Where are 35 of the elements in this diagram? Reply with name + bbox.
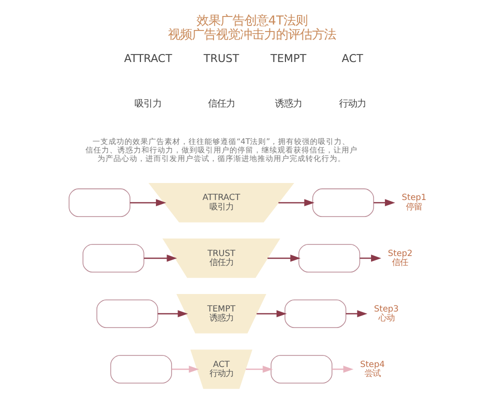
label: ACT: [342, 52, 364, 66]
arrow: [278, 199, 314, 206]
diagram-title: 效果广告创意4T法则: [196, 13, 308, 28]
arrow: [246, 366, 273, 373]
label: TEMPT: [270, 52, 306, 66]
label: 行动力: [338, 98, 366, 110]
arrow: [172, 366, 200, 373]
node-box: [270, 354, 332, 384]
label: 信任力: [208, 98, 235, 110]
node-box: [312, 188, 374, 217]
label: 一支成功的效果广告素材，往往能够遵循“4T法则”，拥有较强的吸引力、信任力、诱惑力和行动力，做到吸引用户的停留，继续观看获得信任，让用户为产品心动，进而引发用户尝试，循序渐进地推动用户完成转化行为。: [85, 137, 358, 164]
node-text: Step1 停留: [402, 192, 426, 212]
node-box: [298, 244, 360, 272]
label: ATTRACT: [124, 52, 172, 66]
arrow: [256, 310, 287, 318]
label: 诱惑力: [274, 98, 302, 110]
node-box: [284, 299, 346, 328]
label: TRUST: [204, 52, 240, 66]
arrow: [130, 199, 166, 206]
node-box: [110, 354, 172, 384]
node-text: Step2 信任: [388, 248, 413, 267]
label: 吸引力: [134, 98, 162, 110]
arrow: [158, 310, 188, 318]
node-box: [96, 299, 158, 328]
arrow: [144, 254, 177, 262]
caption: 视频广告视觉冲击力的评估方法: [168, 27, 336, 42]
arrow: [360, 254, 382, 262]
arrow: [268, 254, 301, 262]
arrow: [346, 310, 368, 318]
arrow: [332, 366, 354, 373]
node-box: [82, 244, 144, 272]
node-text: Step4 尝试: [360, 358, 385, 378]
node-text: Step3 心动: [374, 303, 399, 323]
arrow: [374, 199, 396, 206]
node-box: [68, 188, 130, 217]
